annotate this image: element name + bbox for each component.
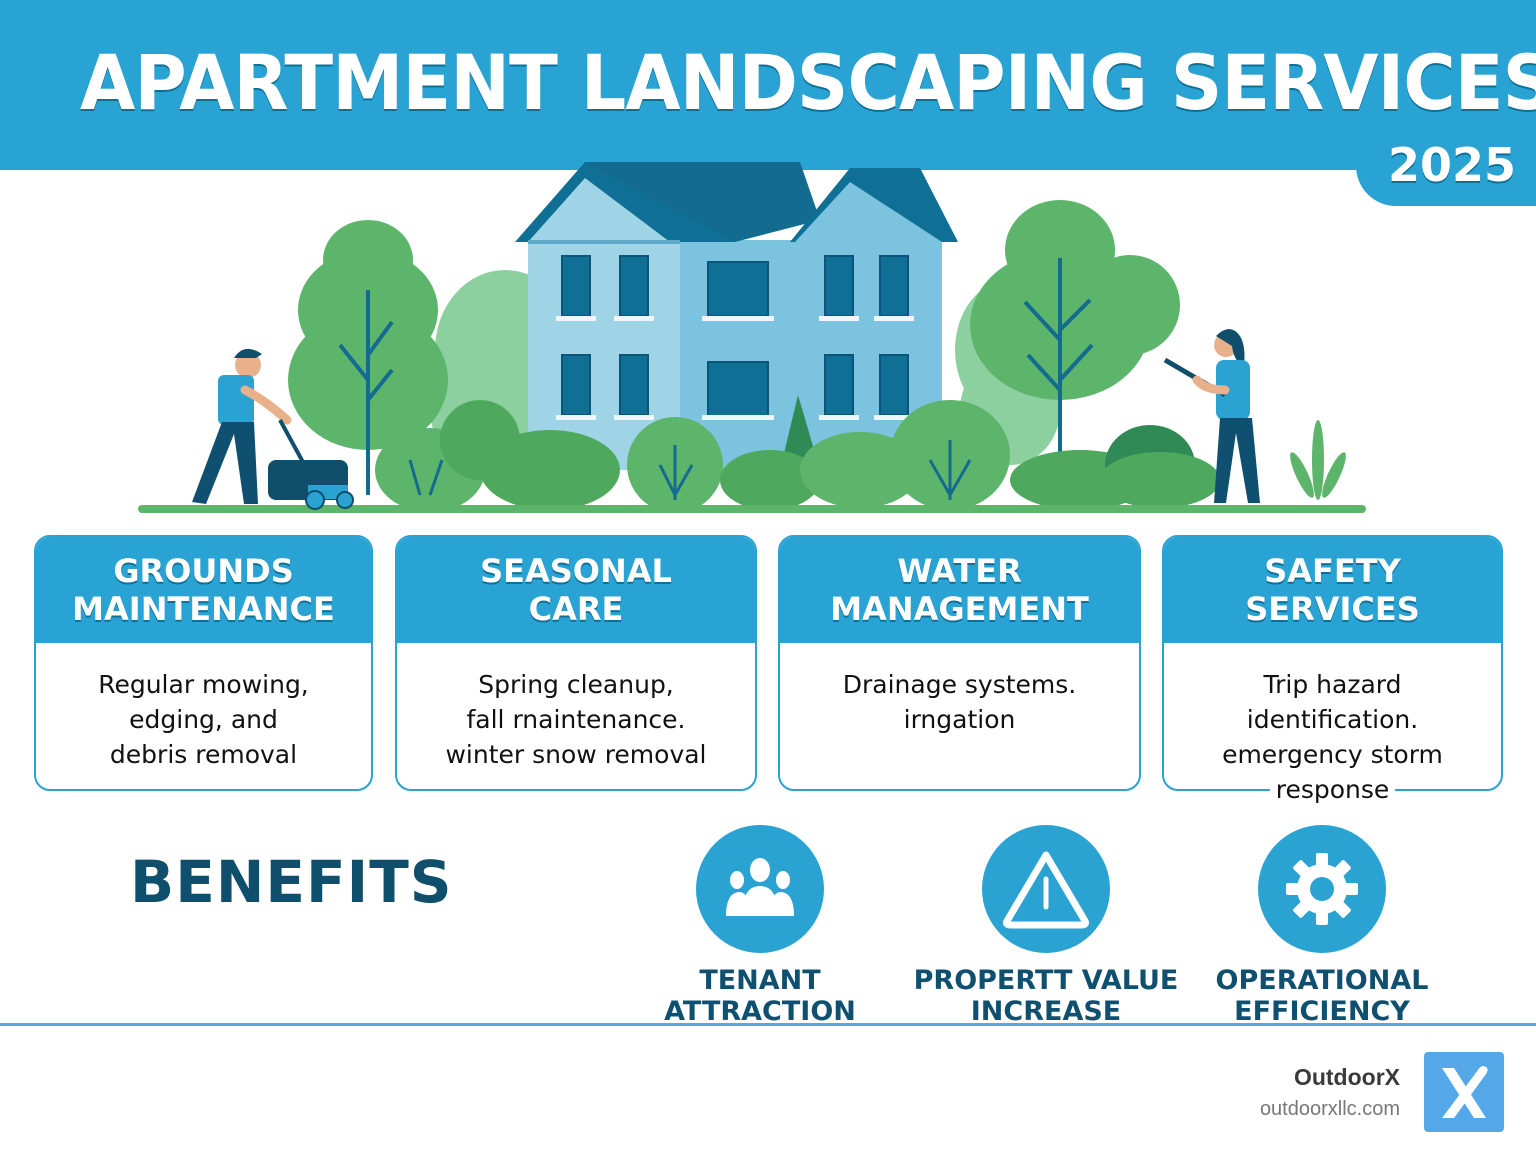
benefit-label-line: OPERATIONAL <box>1215 965 1429 996</box>
card-header: GROUNDS MAINTENANCE <box>36 537 371 643</box>
card-title-line: CARE <box>528 590 624 628</box>
desc-line: Trip hazard <box>1263 670 1402 699</box>
apartment-building <box>515 162 958 470</box>
card-title-line: SERVICES <box>1245 590 1420 628</box>
benefit-label-line: INCREASE <box>970 996 1122 1027</box>
card-title-line: MANAGEMENT <box>830 590 1089 628</box>
shrubs <box>375 395 1346 513</box>
benefit-label: PROPERTT VALUE INCREASE <box>896 965 1196 1027</box>
ground-line <box>138 505 1366 513</box>
card-header: WATER MANAGEMENT <box>780 537 1139 643</box>
card-description: Trip hazard identification. emergency st… <box>1164 643 1501 807</box>
benefit-label: OPERATIONAL EFFICIENCY <box>1172 965 1472 1027</box>
card-description: Drainage systems. irngation <box>780 643 1139 737</box>
card-description: Spring cleanup, fall rnaintenance. winte… <box>397 643 755 772</box>
apartment-landscape-illustration <box>138 162 1366 513</box>
desc-line: emergency storm <box>1222 740 1443 769</box>
desc-line: edging, and <box>129 705 278 734</box>
card-title-line: MAINTENANCE <box>72 590 335 628</box>
benefit-icon-circle <box>982 825 1110 953</box>
service-card-water-management: WATER MANAGEMENT Drainage systems. irnga… <box>778 535 1141 791</box>
service-card-seasonal-care: SEASONAL CARE Spring cleanup, fall rnain… <box>395 535 757 791</box>
card-title-line: SEASONAL <box>480 552 672 590</box>
desc-line: irngation <box>903 705 1016 734</box>
desc-line: fall rnaintenance. <box>466 705 686 734</box>
header-year-tab <box>1356 150 1536 206</box>
card-title-line: GROUNDS <box>113 552 294 590</box>
brand-url-link[interactable]: outdoorxllc.com <box>1259 1098 1400 1120</box>
benefit-label-line: PROPERTT VALUE <box>913 965 1179 996</box>
desc-line: winter snow removal <box>445 740 707 769</box>
footer-divider <box>0 1023 1536 1026</box>
desc-line: Regular mowing, <box>98 670 309 699</box>
benefit-icon-circle <box>696 825 824 953</box>
card-header: SAFETY SERVICES <box>1164 537 1501 643</box>
service-card-grounds-maintenance: GROUNDS MAINTENANCE Regular mowing, edgi… <box>34 535 373 791</box>
tree-left <box>288 220 448 495</box>
x-logo-icon <box>1442 1066 1488 1118</box>
year-label: 2025 <box>1387 138 1516 192</box>
header-banner <box>0 0 1536 170</box>
desc-line: Spring cleanup, <box>478 670 674 699</box>
benefit-label-line: EFFICIENCY <box>1234 996 1410 1027</box>
card-description: Regular mowing, edging, and debris remov… <box>36 643 371 772</box>
desc-line: response <box>1269 772 1396 807</box>
tree-right <box>970 200 1180 470</box>
gear-icon <box>1286 853 1358 925</box>
desc-line: Drainage systems. <box>842 670 1077 699</box>
benefit-label-line: TENANT ATTRACTION <box>664 965 856 1027</box>
desc-line: identification. <box>1246 705 1419 734</box>
people-icon <box>726 858 794 916</box>
benefit-icon-circle <box>1258 825 1386 953</box>
page-title: APARTMENT LANDSCAPING SERVICES <box>80 38 1536 127</box>
card-header: SEASONAL CARE <box>397 537 755 643</box>
card-title-line: SAFETY <box>1264 552 1401 590</box>
brand-name: OutdoorX <box>1293 1064 1400 1090</box>
benefit-operational-efficiency: OPERATIONAL EFFICIENCY <box>1172 825 1472 1027</box>
desc-line: debris removal <box>109 740 298 769</box>
benefit-label: TENANT ATTRACTION <box>610 965 910 1027</box>
benefit-tenant-attraction: TENANT ATTRACTION <box>610 825 910 1027</box>
card-title-line: WATER <box>897 552 1022 590</box>
worker-mowing-figure <box>192 348 354 510</box>
brand-logo <box>1424 1052 1504 1132</box>
benefits-heading: BENEFITS <box>130 848 453 916</box>
service-card-safety-services: SAFETY SERVICES Trip hazard identificati… <box>1162 535 1503 807</box>
benefit-property-value: PROPERTT VALUE INCREASE <box>896 825 1196 1027</box>
warning-triangle-icon <box>1003 851 1089 929</box>
worker-trimming-figure <box>1163 329 1260 503</box>
